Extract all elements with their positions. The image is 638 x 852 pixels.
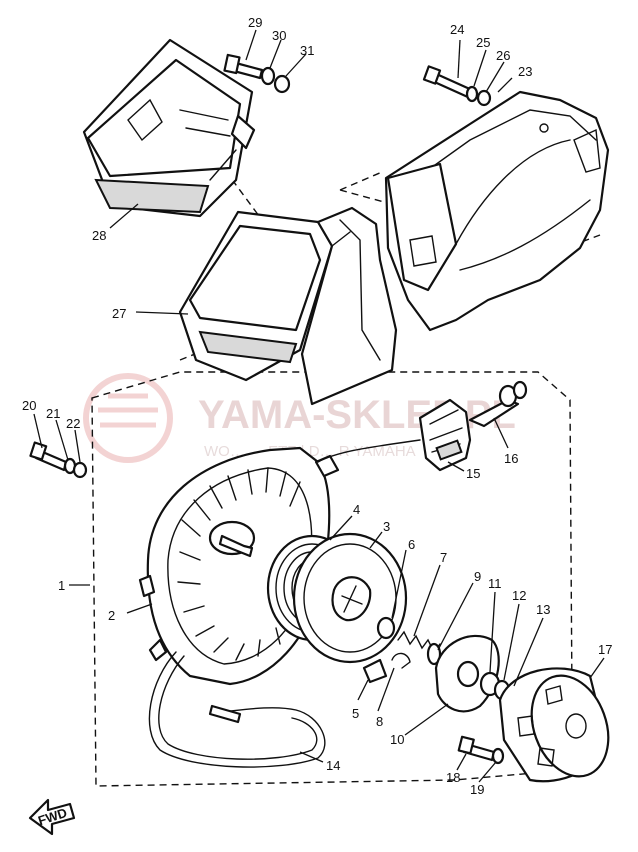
callout-14: 14 (326, 758, 340, 773)
watermark-logo (83, 373, 173, 463)
bolt-29 (223, 53, 264, 80)
callout-25: 25 (476, 35, 490, 50)
callout-30: 30 (272, 28, 286, 43)
rope-guide (468, 380, 528, 428)
callout-24: 24 (450, 22, 464, 37)
callout-21: 21 (46, 406, 60, 421)
leader-lines (33, 29, 605, 783)
callout-29: 29 (248, 15, 262, 30)
callout-27: 27 (112, 306, 126, 321)
washer-26 (476, 89, 492, 107)
starter-rope (148, 651, 326, 768)
callout-20: 20 (22, 398, 36, 413)
callout-9: 9 (474, 569, 481, 584)
nut-22 (72, 461, 88, 479)
callout-3: 3 (383, 519, 390, 534)
callout-1: 1 (58, 578, 65, 593)
callout-23: 23 (518, 64, 532, 79)
fan-cover (384, 90, 610, 332)
callout-6: 6 (408, 537, 415, 552)
callout-16: 16 (504, 451, 518, 466)
bolt-20 (29, 441, 68, 472)
callout-11: 11 (488, 576, 502, 591)
callout-5: 5 (352, 706, 359, 721)
washer-6 (376, 616, 396, 640)
spring-8 (391, 652, 411, 669)
callout-19: 19 (470, 782, 484, 797)
washer-19 (491, 747, 505, 765)
starter-pulley-cup (498, 667, 610, 783)
bolt-18 (457, 735, 496, 762)
clip-9 (426, 642, 442, 666)
callout-17: 17 (598, 642, 612, 657)
callout-numbers: 1 2 3 4 5 6 7 8 9 10 11 12 13 14 15 16 1… (22, 15, 612, 797)
air-intake-box (82, 38, 256, 218)
callout-10: 10 (390, 732, 404, 747)
washer-25 (465, 85, 479, 103)
washer-30 (260, 66, 276, 86)
fwd-arrow: FWD (28, 798, 76, 836)
callout-4: 4 (353, 502, 360, 517)
pawl-5 (362, 658, 388, 684)
callout-18: 18 (446, 770, 460, 785)
recoil-sheave (292, 532, 408, 664)
callout-15: 15 (466, 466, 480, 481)
callout-12: 12 (512, 588, 526, 603)
callout-8: 8 (376, 714, 383, 729)
callout-26: 26 (496, 48, 510, 63)
callout-28: 28 (92, 228, 106, 243)
callout-31: 31 (300, 43, 314, 58)
starter-handle (418, 398, 472, 472)
callout-2: 2 (108, 608, 115, 623)
bolt-24 (422, 65, 474, 100)
air-duct (178, 206, 398, 406)
callout-7: 7 (440, 550, 447, 565)
nut-31 (273, 74, 291, 94)
callout-13: 13 (536, 602, 550, 617)
callout-22: 22 (66, 416, 80, 431)
starter-rope-to-handle (317, 439, 421, 463)
